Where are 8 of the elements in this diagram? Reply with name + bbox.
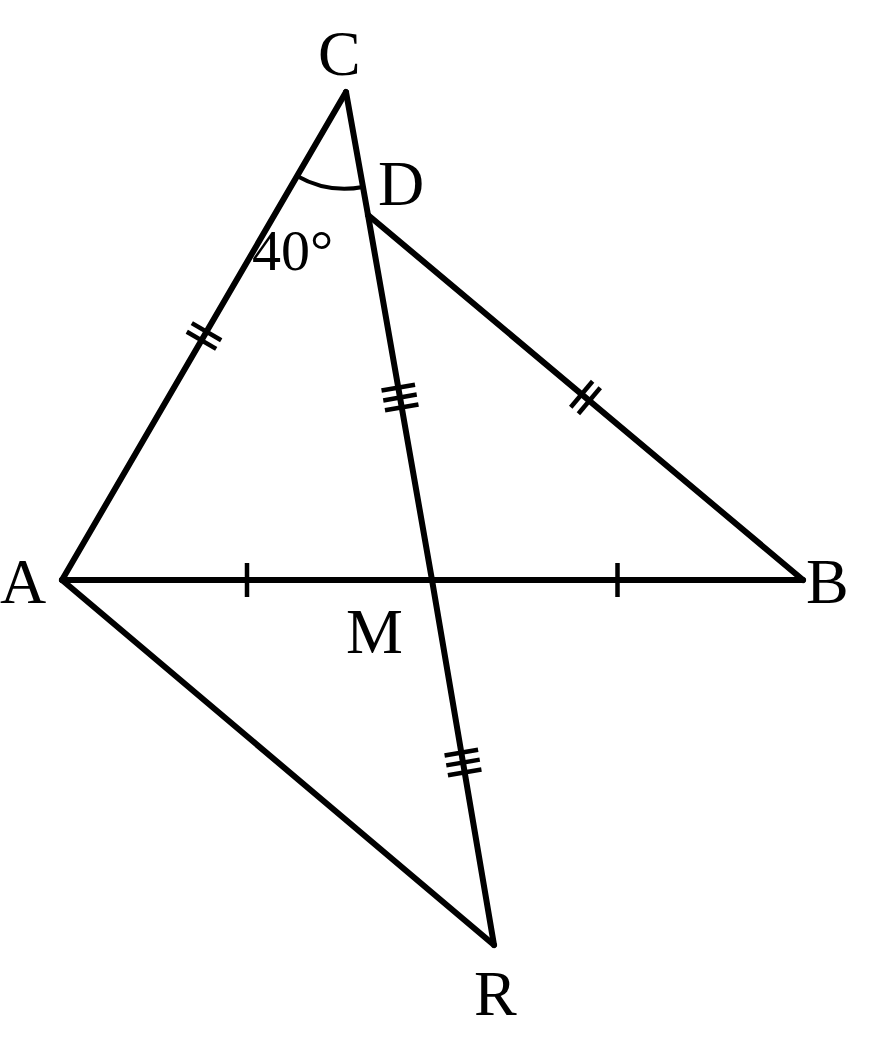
point-label: M (346, 600, 403, 664)
point-label: A (0, 550, 47, 614)
angle-label: 40° (252, 222, 334, 280)
line-segment (59, 577, 497, 948)
point-label: B (806, 550, 849, 614)
point-label: C (318, 22, 361, 86)
point-label: D (378, 152, 425, 216)
point-label: R (474, 962, 517, 1026)
